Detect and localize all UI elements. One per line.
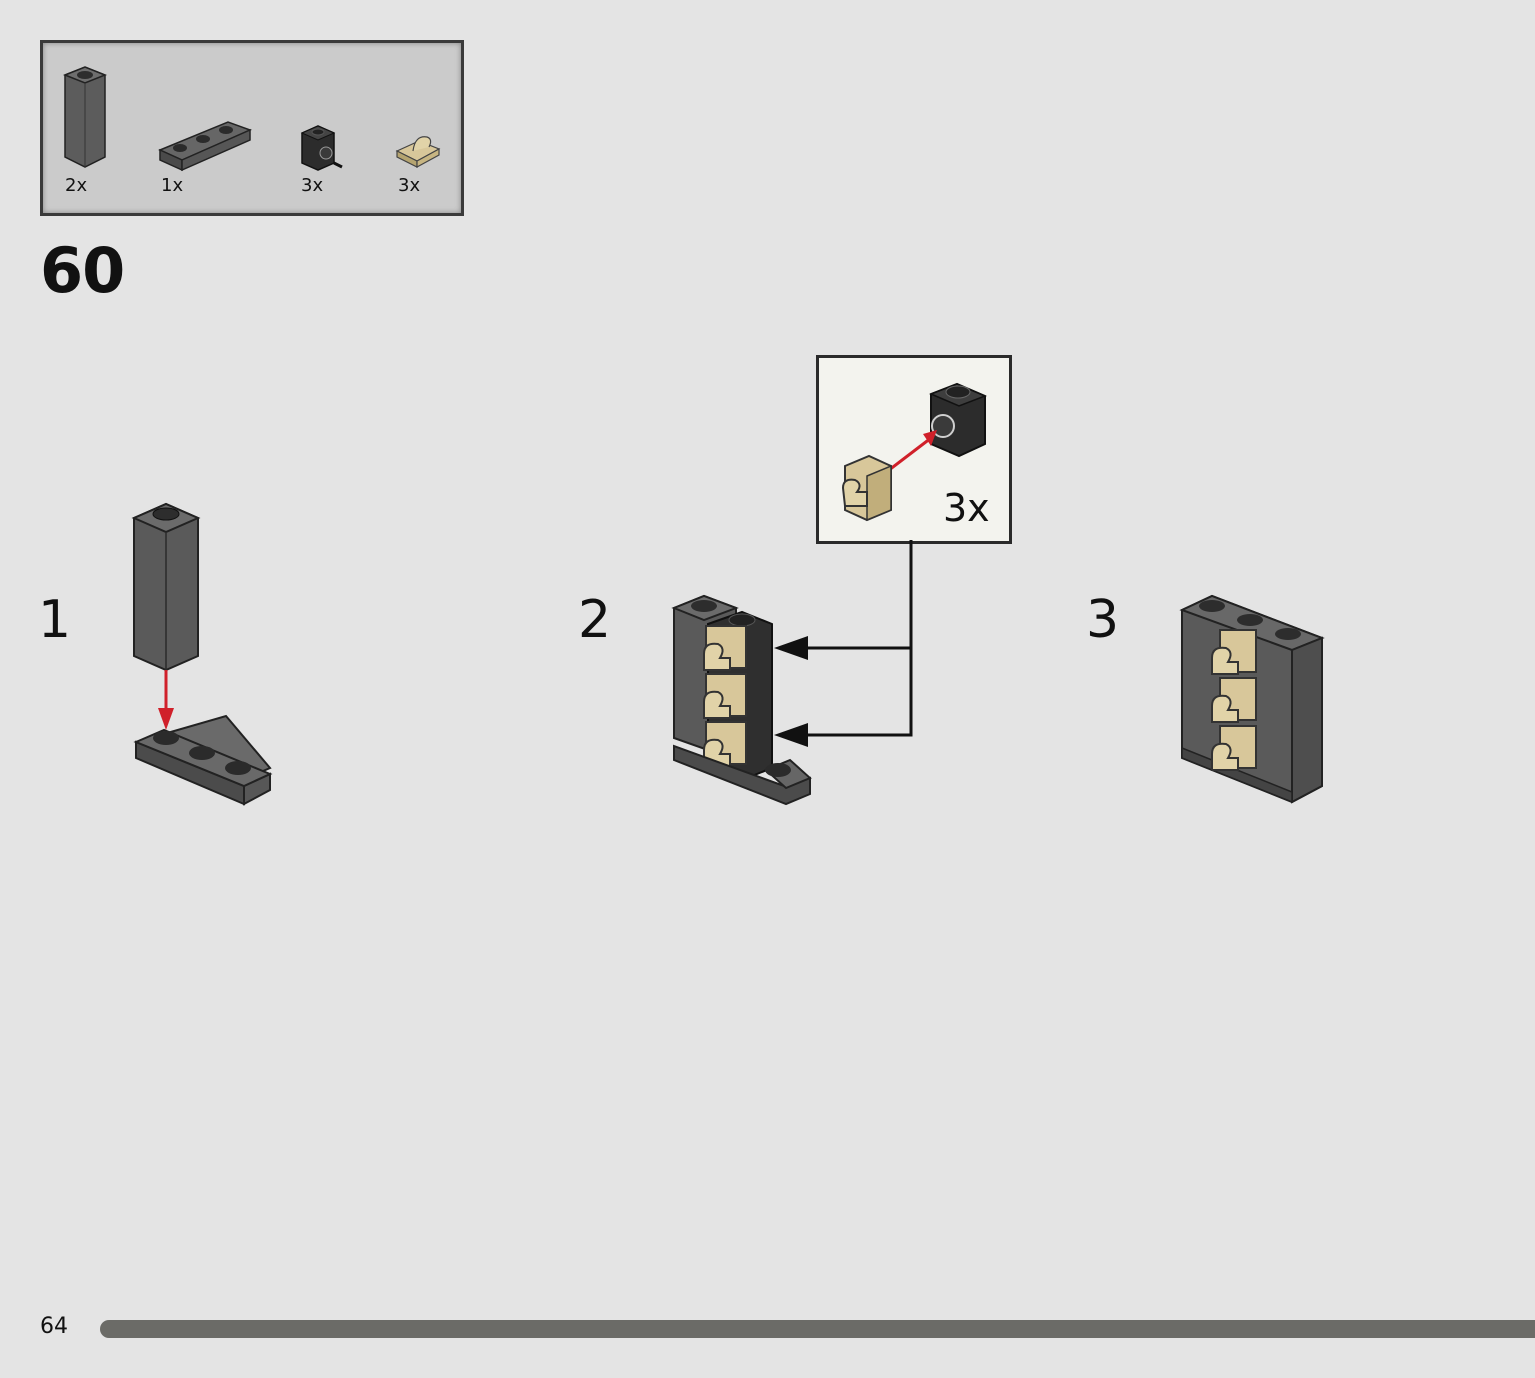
part-plate-with-clip-tan-icon	[395, 136, 441, 169]
substep-2-illustration	[671, 594, 812, 806]
page-number: 64	[40, 1314, 68, 1339]
part-brick-1x1x3-icon	[62, 66, 108, 168]
substep-number: 3	[1086, 590, 1120, 650]
substep-3-illustration	[1179, 594, 1325, 804]
callout-connector	[774, 540, 913, 747]
substep-number: 2	[578, 590, 612, 650]
part-qty: 3x	[398, 175, 421, 196]
callout-quantity: 3x	[943, 486, 990, 530]
step-number: 60	[40, 234, 125, 307]
parts-list-box: 2x 1x 3x 3x	[40, 40, 464, 216]
part-plate-1x3-icon	[158, 121, 253, 172]
callout-assembly-illustration	[841, 382, 987, 522]
substep-number: 1	[38, 590, 72, 650]
part-brick-with-side-stud-icon	[300, 125, 343, 171]
progress-bar-fill	[100, 1320, 1535, 1338]
part-qty: 3x	[301, 175, 324, 196]
part-qty: 1x	[161, 175, 184, 196]
callout-box: 3x	[816, 355, 1012, 544]
progress-bar	[100, 1320, 1535, 1338]
part-qty: 2x	[65, 175, 88, 196]
substep-1-illustration	[131, 502, 273, 806]
